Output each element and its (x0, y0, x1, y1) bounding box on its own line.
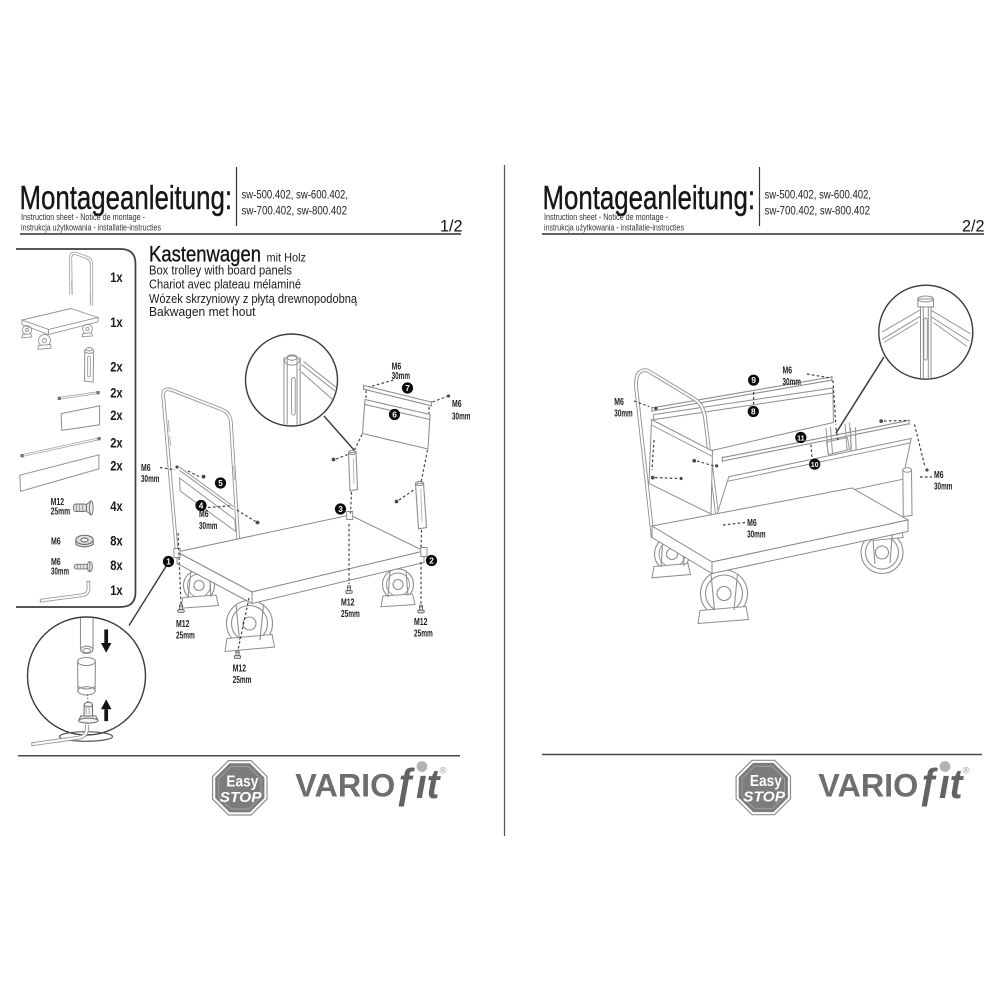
svg-text:M6: M6 (452, 399, 462, 410)
svg-text:Chariot avec plateau mélaminé: Chariot avec plateau mélaminé (149, 278, 301, 292)
svg-text:M12: M12 (341, 598, 355, 609)
svg-text:2x: 2x (110, 408, 123, 423)
svg-text:2: 2 (429, 556, 434, 565)
svg-text:2/2: 2/2 (962, 218, 985, 236)
svg-text:30mm: 30mm (51, 567, 69, 578)
svg-text:30mm: 30mm (934, 482, 952, 493)
svg-text:30mm: 30mm (614, 409, 632, 420)
svg-text:1/2: 1/2 (440, 218, 463, 236)
svg-text:30mm: 30mm (783, 377, 801, 388)
svg-text:4: 4 (199, 501, 204, 510)
svg-text:30mm: 30mm (392, 371, 410, 382)
svg-text:sw-500.402, sw-600.402,: sw-500.402, sw-600.402, (242, 190, 349, 202)
svg-text:VARIO: VARIO (818, 768, 918, 804)
svg-text:2x: 2x (110, 386, 123, 401)
svg-text:sw-700.402, sw-800.402: sw-700.402, sw-800.402 (765, 206, 871, 218)
svg-text:3: 3 (338, 505, 343, 514)
svg-text:M6: M6 (614, 397, 624, 408)
svg-text:®: ® (440, 766, 447, 777)
svg-text:Kastenwagen: Kastenwagen (149, 241, 261, 266)
svg-text:8: 8 (751, 407, 756, 416)
svg-text:6: 6 (392, 410, 397, 419)
svg-text:VARIO: VARIO (295, 768, 395, 804)
svg-text:4x: 4x (110, 499, 123, 514)
svg-text:sw-500.402, sw-600.402,: sw-500.402, sw-600.402, (765, 190, 872, 202)
svg-text:M6: M6 (199, 509, 209, 520)
svg-text:Easy: Easy (750, 773, 782, 790)
svg-text:30mm: 30mm (199, 521, 217, 532)
svg-text:Bakwagen met hout: Bakwagen met hout (149, 305, 256, 319)
svg-text:1: 1 (166, 557, 171, 566)
svg-text:M6: M6 (783, 366, 793, 377)
svg-text:7: 7 (405, 384, 410, 393)
svg-text:Box trolley with board panels: Box trolley with board panels (149, 263, 292, 277)
svg-text:M12: M12 (233, 664, 247, 675)
svg-text:2x: 2x (110, 436, 123, 451)
svg-text:11: 11 (797, 435, 805, 442)
svg-text:M6: M6 (51, 557, 61, 568)
svg-text:30mm: 30mm (141, 474, 159, 485)
svg-text:Montageanleitung:: Montageanleitung: (543, 180, 756, 217)
svg-text:1x: 1x (110, 270, 123, 285)
svg-text:2x: 2x (110, 360, 123, 375)
svg-text:M6: M6 (747, 518, 757, 529)
svg-text:Easy: Easy (226, 774, 258, 791)
svg-text:8x: 8x (110, 534, 123, 549)
svg-text:10: 10 (811, 462, 819, 469)
svg-text:Montageanleitung:: Montageanleitung: (20, 180, 233, 217)
svg-text:®: ® (963, 766, 970, 777)
svg-text:25mm: 25mm (176, 631, 195, 642)
svg-text:Wózek skrzyniowy z płytą drewn: Wózek skrzyniowy z płytą drewnopodobną (149, 292, 357, 306)
svg-text:8x: 8x (110, 558, 123, 573)
svg-text:M12: M12 (51, 497, 65, 508)
svg-text:25mm: 25mm (414, 629, 433, 640)
svg-text:9: 9 (751, 376, 756, 385)
svg-text:sw-700.402, sw-800.402: sw-700.402, sw-800.402 (242, 206, 348, 218)
svg-text:STOP: STOP (743, 789, 786, 806)
svg-text:5: 5 (218, 479, 223, 488)
svg-text:25mm: 25mm (341, 609, 360, 620)
svg-text:30mm: 30mm (747, 530, 765, 541)
svg-text:1x: 1x (110, 583, 123, 598)
svg-text:M6: M6 (392, 362, 402, 373)
svg-text:instrukcja użytkowania - insta: instrukcja użytkowania - installatie-ins… (21, 223, 161, 234)
svg-text:M6: M6 (934, 470, 944, 481)
svg-text:Instruction sheet - Notice de: Instruction sheet - Notice de montage - (544, 212, 668, 223)
svg-text:mit Holz: mit Holz (267, 250, 307, 264)
svg-text:M6: M6 (141, 463, 151, 474)
svg-text:1x: 1x (110, 315, 123, 330)
svg-text:M6: M6 (51, 537, 61, 548)
svg-text:30mm: 30mm (452, 412, 470, 423)
svg-text:M12: M12 (176, 619, 190, 630)
svg-text:instrukcja użytkowania - insta: instrukcja użytkowania - installatie-ins… (544, 223, 684, 234)
svg-text:25mm: 25mm (233, 675, 252, 686)
svg-text:Instruction sheet - Notice de: Instruction sheet - Notice de montage - (21, 212, 145, 223)
svg-text:25mm: 25mm (51, 507, 71, 518)
svg-text:M12: M12 (414, 617, 428, 628)
svg-text:STOP: STOP (220, 789, 263, 806)
svg-text:2x: 2x (110, 459, 123, 474)
